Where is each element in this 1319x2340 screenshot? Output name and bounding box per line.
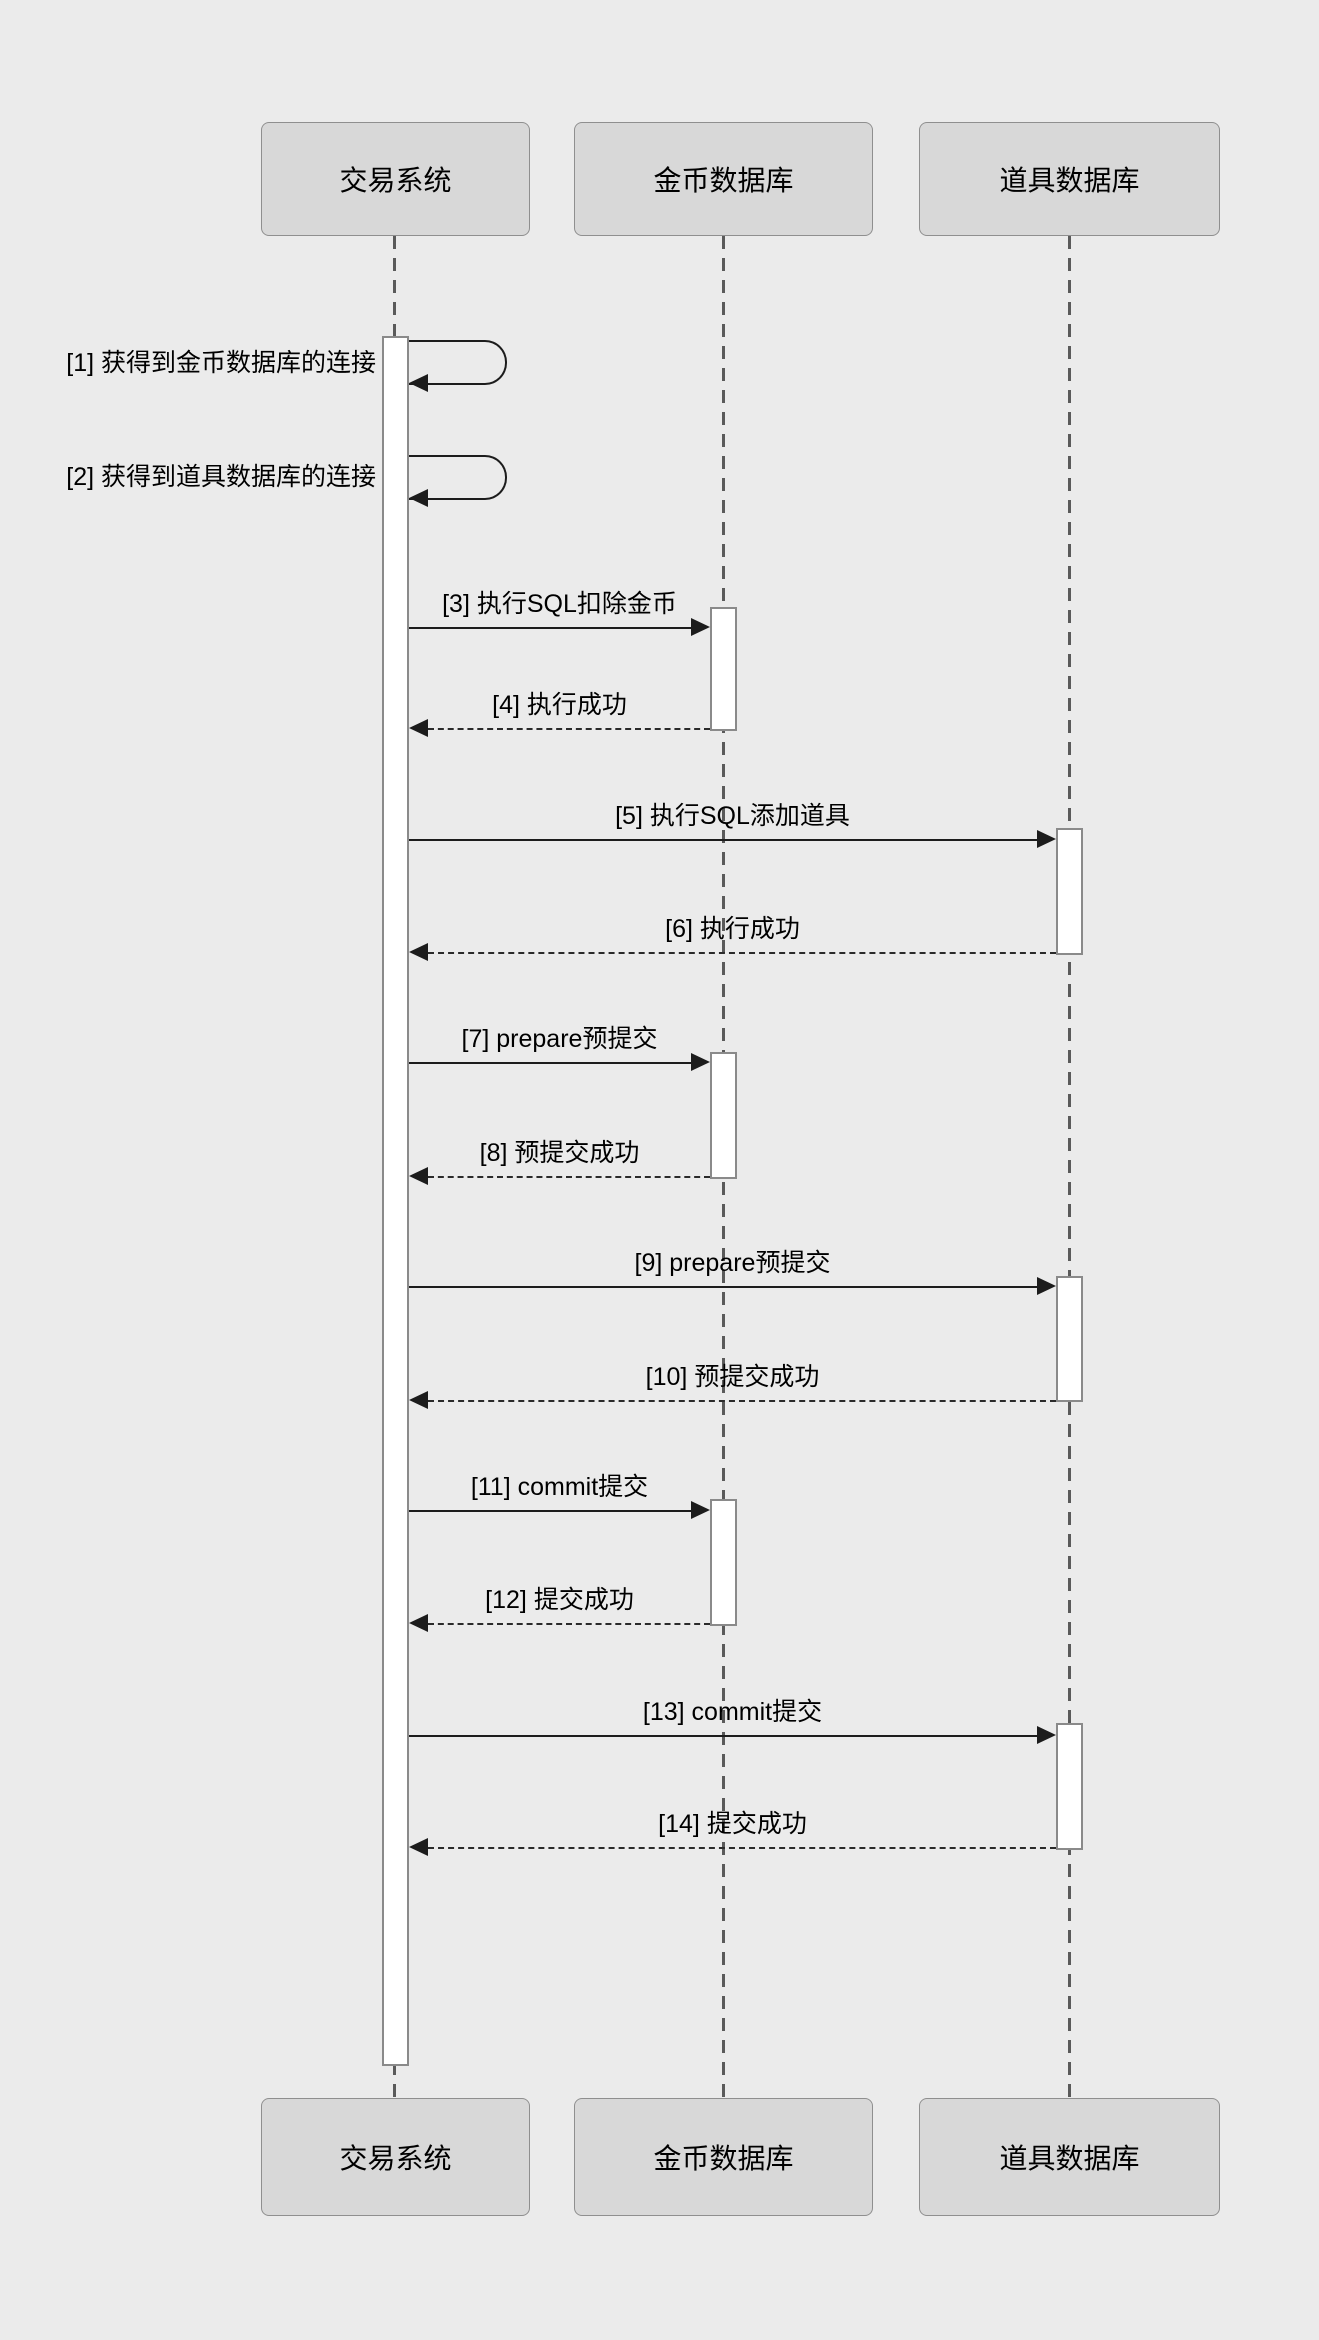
actor-bottom-coin-database: 金币数据库 bbox=[574, 2098, 873, 2216]
self-message-loop bbox=[409, 340, 507, 385]
arrowhead-right-icon bbox=[1037, 1277, 1056, 1295]
arrowhead-right-icon bbox=[1037, 1726, 1056, 1744]
actor-label: 交易系统 bbox=[339, 2143, 452, 2174]
message-label: [2] 获得到道具数据库的连接 bbox=[66, 463, 376, 491]
actor-label: 道具数据库 bbox=[999, 165, 1140, 196]
arrowhead-left-icon bbox=[409, 374, 428, 392]
message-label: [5] 执行SQL添加道具 bbox=[615, 802, 850, 830]
message-label: [8] 预提交成功 bbox=[479, 1139, 640, 1167]
message-line bbox=[409, 627, 691, 629]
message-line bbox=[428, 1400, 1056, 1402]
message-label: [10] 预提交成功 bbox=[645, 1363, 820, 1391]
message-label: [14] 提交成功 bbox=[658, 1810, 807, 1838]
activation-coin-db-1 bbox=[710, 607, 737, 731]
message-line bbox=[409, 1510, 691, 1512]
message-label: [3] 执行SQL扣除金币 bbox=[442, 590, 677, 618]
activation-trading-system bbox=[382, 336, 409, 2066]
self-message-loop bbox=[409, 455, 507, 500]
activation-coin-db-2 bbox=[710, 1052, 737, 1179]
message-label: [13] commit提交 bbox=[642, 1698, 823, 1726]
arrowhead-left-icon bbox=[409, 1614, 428, 1632]
arrowhead-left-icon bbox=[409, 489, 428, 507]
arrowhead-right-icon bbox=[691, 1053, 710, 1071]
arrowhead-left-icon bbox=[409, 1838, 428, 1856]
activation-item-db-2 bbox=[1056, 1276, 1083, 1402]
message-line bbox=[428, 952, 1056, 954]
actor-bottom-trading-system: 交易系统 bbox=[261, 2098, 530, 2216]
message-label: [12] 提交成功 bbox=[485, 1586, 634, 1614]
actor-label: 金币数据库 bbox=[653, 165, 794, 196]
message-line bbox=[428, 728, 710, 730]
message-label: [6] 执行成功 bbox=[665, 915, 800, 943]
lifeline-item-database bbox=[1068, 236, 1071, 2098]
actor-label: 交易系统 bbox=[339, 165, 452, 196]
actor-label: 道具数据库 bbox=[999, 2143, 1140, 2174]
message-line bbox=[409, 1735, 1037, 1737]
message-line bbox=[409, 1062, 691, 1064]
arrowhead-left-icon bbox=[409, 1167, 428, 1185]
message-label: [11] commit提交 bbox=[470, 1473, 649, 1501]
actor-top-coin-database: 金币数据库 bbox=[574, 122, 873, 236]
message-line bbox=[428, 1847, 1056, 1849]
arrowhead-right-icon bbox=[1037, 830, 1056, 848]
message-label: [9] prepare预提交 bbox=[634, 1249, 831, 1277]
arrowhead-left-icon bbox=[409, 943, 428, 961]
actor-top-item-database: 道具数据库 bbox=[919, 122, 1220, 236]
activation-item-db-3 bbox=[1056, 1723, 1083, 1850]
activation-item-db-1 bbox=[1056, 828, 1083, 955]
actor-top-trading-system: 交易系统 bbox=[261, 122, 530, 236]
message-line bbox=[428, 1623, 710, 1625]
message-label: [4] 执行成功 bbox=[492, 691, 627, 719]
message-label: [1] 获得到金币数据库的连接 bbox=[66, 349, 376, 377]
arrowhead-right-icon bbox=[691, 618, 710, 636]
arrowhead-left-icon bbox=[409, 719, 428, 737]
actor-label: 金币数据库 bbox=[653, 2143, 794, 2174]
message-line bbox=[428, 1176, 710, 1178]
activation-coin-db-3 bbox=[710, 1499, 737, 1626]
message-label: [7] prepare预提交 bbox=[461, 1025, 658, 1053]
arrowhead-left-icon bbox=[409, 1391, 428, 1409]
arrowhead-right-icon bbox=[691, 1501, 710, 1519]
message-line bbox=[409, 839, 1037, 841]
actor-bottom-item-database: 道具数据库 bbox=[919, 2098, 1220, 2216]
message-line bbox=[409, 1286, 1037, 1288]
